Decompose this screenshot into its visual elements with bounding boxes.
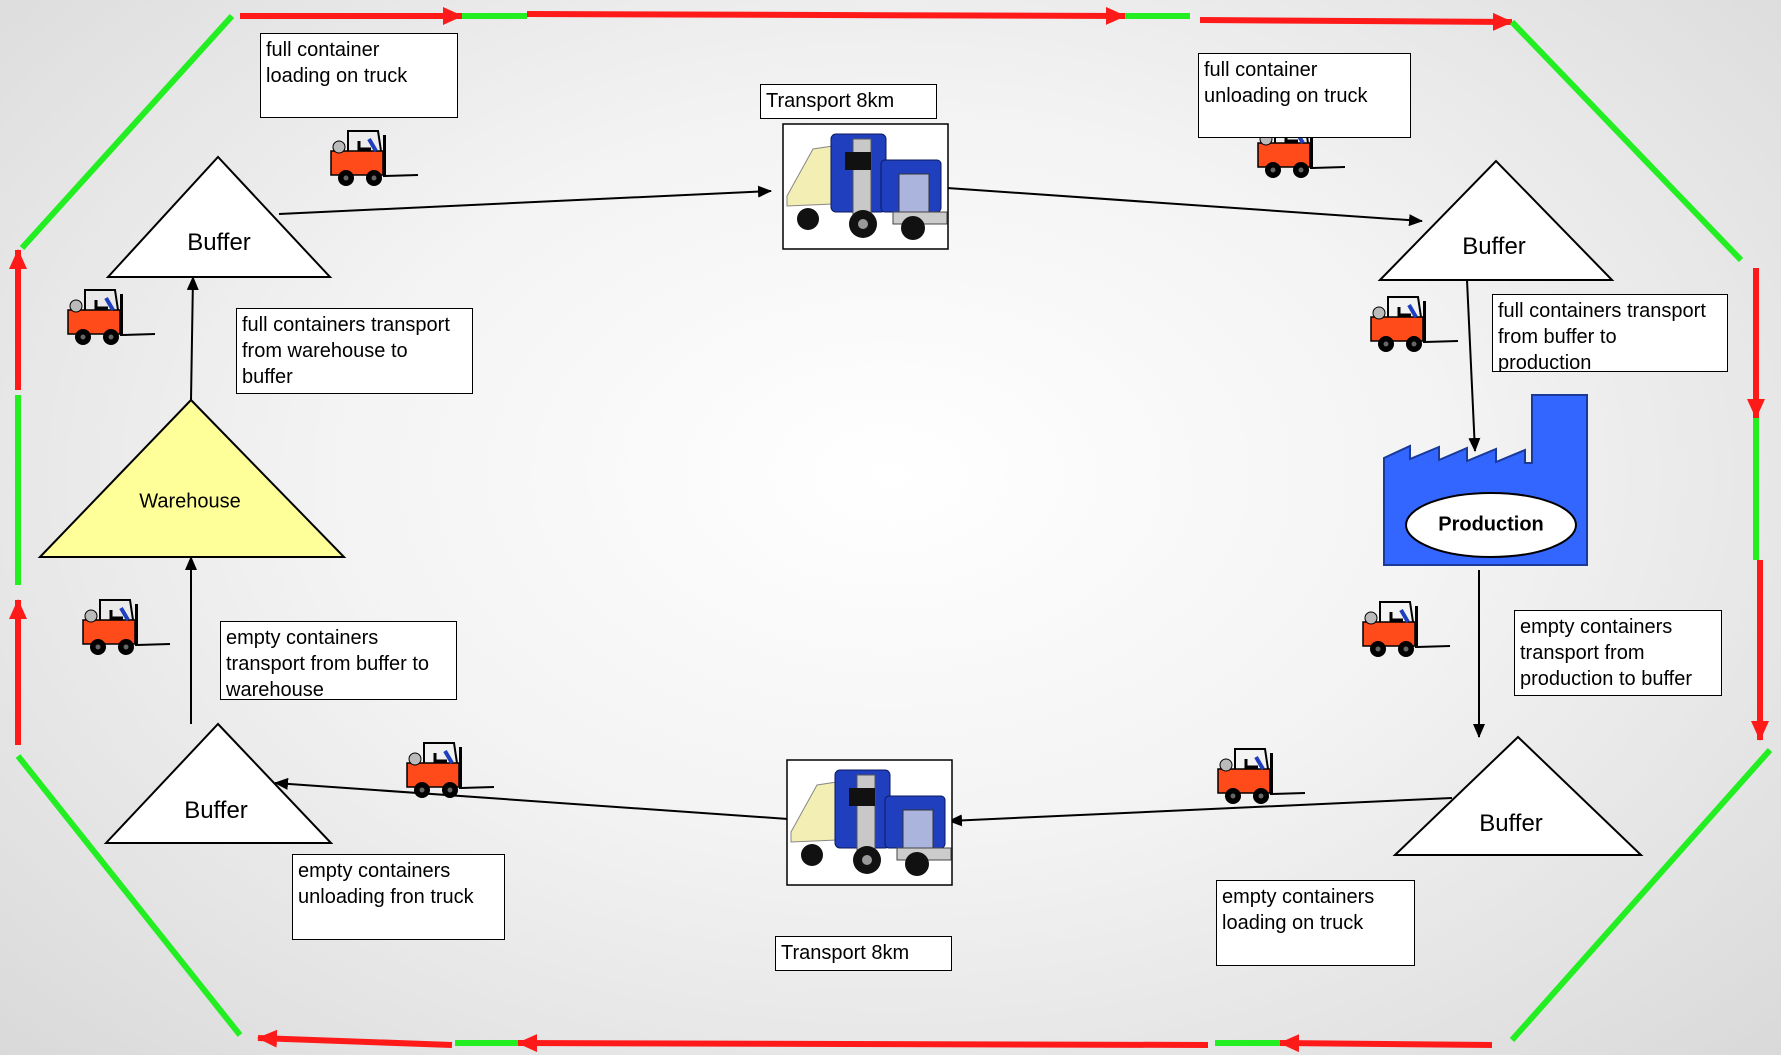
buffer-label: Buffer — [187, 229, 251, 256]
label-transport-bottom: Transport 8km — [775, 936, 952, 971]
label-full-wh-to-buffer: full containers transport from warehouse… — [236, 308, 473, 394]
buffer-triangle-bottom-left — [103, 722, 334, 844]
arrow-buffer-to-truck-top — [278, 185, 772, 215]
buffer-label: Buffer — [1479, 810, 1543, 837]
warehouse-label: Warehouse — [139, 490, 241, 513]
loop-arrow-bottom-1 — [1279, 1034, 1493, 1053]
forklift-icon — [1361, 600, 1452, 659]
truck-icon — [782, 123, 949, 250]
forklift-icon — [329, 129, 420, 188]
arrow-buffer-to-truck-bottom — [948, 797, 1453, 827]
label-full-container-loading: full container loading on truck — [260, 33, 458, 118]
arrow-buffer-to-production — [1466, 279, 1481, 452]
loop-arrow-bottom-2 — [517, 1034, 1209, 1053]
label-full-container-unloading: full container unloading on truck — [1198, 53, 1411, 138]
loop-arrow-top-2 — [526, 6, 1126, 25]
forklift-icon — [1216, 747, 1307, 806]
production-label: Production — [1438, 513, 1544, 536]
forklift-icon — [66, 288, 157, 347]
buffer-triangle-bottom-right — [1392, 735, 1644, 856]
forklift-icon — [81, 598, 172, 657]
buffer-triangle-top-right — [1377, 159, 1615, 281]
arrow-truck-to-buffer-top — [946, 187, 1423, 227]
label-empty-loading: empty containers loading on truck — [1216, 880, 1415, 966]
label-transport-top: Transport 8km — [760, 84, 937, 119]
loop-diagonal-bottom-right — [1509, 748, 1773, 1042]
loop-diagonal-top-left — [19, 13, 235, 251]
loop-diagonal-top-right — [1509, 19, 1744, 263]
outer-loop — [8, 6, 1773, 1053]
forklift-icon — [1369, 295, 1460, 354]
arrow-truck-to-buffer-bottom — [274, 777, 789, 820]
loop-arrow-top-3 — [1199, 12, 1513, 31]
label-empty-unloading: empty containers unloading fron truck — [292, 854, 505, 940]
loop-diagonal-bottom-left — [15, 754, 243, 1037]
buffer-label: Buffer — [1462, 233, 1526, 260]
forklift-icon — [405, 741, 496, 800]
arrow-warehouse-to-buffer — [186, 276, 199, 401]
truck-icon — [786, 759, 953, 886]
flow-arrows — [185, 185, 1485, 827]
label-empty-production-to-buffer: empty containers transport from producti… — [1514, 610, 1722, 696]
factory-icon — [1383, 394, 1588, 566]
warehouse-triangle — [37, 398, 347, 558]
label-empty-buffer-to-wh: empty containers transport from buffer t… — [220, 621, 457, 700]
loop-arrow-bottom-3 — [257, 1029, 453, 1048]
label-full-buffer-to-production: full containers transport from buffer to… — [1492, 294, 1728, 372]
buffer-label: Buffer — [184, 797, 248, 824]
buffer-triangle-top-left — [105, 155, 333, 278]
